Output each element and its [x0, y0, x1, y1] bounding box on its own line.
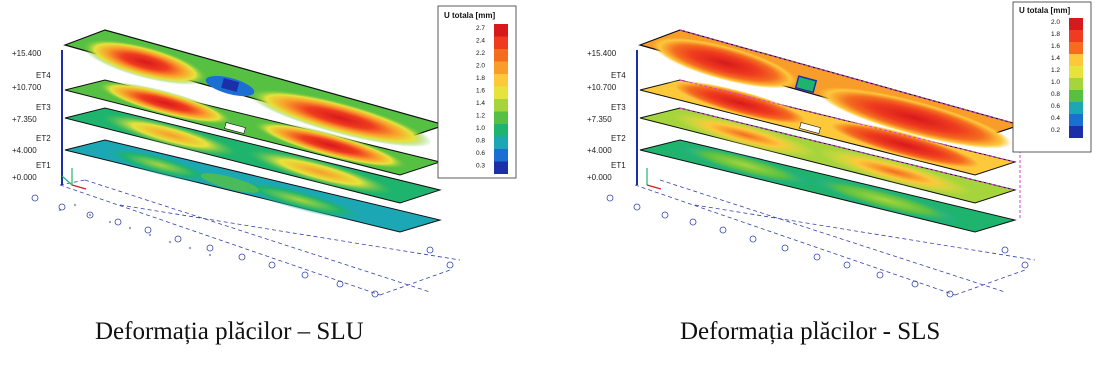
legend-tick: 2.4	[476, 38, 485, 45]
level-elev-2: +10.700	[587, 83, 617, 92]
legend-tick: 2.0	[476, 63, 485, 70]
level-name-2: ET4	[611, 71, 626, 80]
slab-et2	[639, 107, 1017, 204]
level-elev-4: +4.000	[587, 146, 612, 155]
legend-title: U totala [mm]	[444, 11, 495, 20]
axis-triad	[646, 168, 662, 190]
level-elev-2: +10.700	[12, 83, 42, 92]
legend-tick: 1.2	[476, 113, 485, 120]
legend-tick: 1.4	[1051, 55, 1060, 62]
legend-swatch	[1069, 78, 1083, 90]
legend-swatch	[494, 124, 508, 137]
column-markers	[606, 194, 1029, 298]
slab-et3	[639, 79, 1017, 176]
slab-et1	[64, 139, 442, 233]
legend-swatch	[1069, 54, 1083, 66]
legend-swatch	[494, 99, 508, 112]
legend-swatch	[494, 74, 508, 87]
legend-swatch	[1069, 30, 1083, 42]
legend-swatch	[494, 161, 508, 174]
slab-deformation-plot-sls: +15.400 ET4 +10.700 ET3 +7.350 ET2 +4.00…	[587, 1, 1092, 298]
legend-swatch	[494, 36, 508, 49]
legend-tick: 0.6	[1051, 103, 1060, 110]
legend-swatch	[494, 61, 508, 74]
panel-sls: +15.400 ET4 +10.700 ET3 +7.350 ET2 +4.00…	[575, 0, 1095, 345]
legend-tick: 1.2	[1051, 67, 1060, 74]
legend-swatch	[494, 111, 508, 124]
legend-swatch	[494, 149, 508, 162]
caption-sls: Deformația plăcilor - SLS	[680, 318, 941, 345]
level-elev-3: +7.350	[12, 115, 37, 124]
level-elev-3: +7.350	[587, 115, 612, 124]
color-legend: U totala [mm] 2.0 1.8 1.6 1.4 1.2 1.0 0.8 0.6 0.…	[1012, 1, 1092, 153]
level-name-4: ET2	[36, 134, 51, 143]
slab-et4	[638, 29, 1023, 149]
level-name-5: ET1	[611, 161, 626, 170]
slab-deformation-plot-slu: +15.400 ET4 +10.700 ET3 +7.350 ET2 +4.00…	[12, 5, 517, 298]
legend-tick: 1.6	[476, 88, 485, 95]
level-elev-4: +4.000	[12, 146, 37, 155]
level-elev-5: +0.000	[12, 173, 37, 182]
level-labels: +15.400 ET4 +10.700 ET3 +7.350 ET2 +4.00…	[587, 49, 626, 182]
legend-tick: 0.8	[1051, 91, 1060, 98]
grid-dots	[58, 203, 212, 257]
legend-tick: 2.0	[1051, 19, 1060, 26]
legend-tick: 1.0	[1051, 79, 1060, 86]
grid-lines	[59, 179, 461, 296]
grid-lines	[634, 179, 1036, 296]
legend-swatch	[1069, 18, 1083, 30]
legend-tick: 2.2	[476, 50, 485, 57]
level-elev-1: +15.400	[12, 49, 42, 58]
slab-et1	[639, 139, 1017, 233]
legend-swatch	[1069, 66, 1083, 78]
legend-swatch	[1069, 126, 1083, 138]
legend-swatch	[1069, 102, 1083, 114]
level-elev-5: +0.000	[587, 173, 612, 182]
legend-tick: 0.2	[1051, 127, 1060, 134]
level-labels: +15.400 ET4 +10.700 ET3 +7.350 ET2 +4.00…	[12, 49, 51, 182]
legend-swatch	[1069, 90, 1083, 102]
legend-tick: 1.6	[1051, 43, 1060, 50]
legend-tick: 1.4	[476, 100, 485, 107]
axis-triad	[61, 168, 87, 190]
level-name-5: ET1	[36, 161, 51, 170]
legend-title: U totala [mm]	[1019, 6, 1070, 15]
level-name-3: ET3	[611, 103, 626, 112]
panel-slu: +15.400 ET4 +10.700 ET3 +7.350 ET2 +4.00…	[0, 0, 520, 345]
legend-tick: 1.8	[476, 75, 485, 82]
color-legend: U totala [mm] 2.7 2.4 2.2 2.0 1.8 1.6 1.4 1.2 1.…	[437, 5, 517, 179]
legend-swatch	[494, 86, 508, 99]
column-markers	[31, 194, 454, 298]
legend-tick: 2.7	[476, 25, 485, 32]
level-name-3: ET3	[36, 103, 51, 112]
level-elev-1: +15.400	[587, 49, 617, 58]
legend-swatch	[494, 49, 508, 62]
legend-swatch	[494, 136, 508, 149]
slab-et4	[63, 29, 448, 148]
legend-tick: 1.0	[476, 125, 485, 132]
legend-tick: 0.4	[1051, 115, 1060, 122]
slab-et2	[64, 107, 442, 204]
legend-swatch	[1069, 114, 1083, 126]
level-name-2: ET4	[36, 71, 51, 80]
legend-tick: 0.6	[476, 150, 485, 157]
slab-et3	[64, 79, 442, 176]
legend-tick: 1.8	[1051, 31, 1060, 38]
legend-tick: 0.3	[476, 163, 485, 170]
legend-tick: 0.8	[476, 138, 485, 145]
legend-swatch	[1069, 42, 1083, 54]
caption-slu: Deformația plăcilor – SLU	[95, 318, 364, 345]
level-name-4: ET2	[611, 134, 626, 143]
legend-swatch	[494, 24, 508, 37]
